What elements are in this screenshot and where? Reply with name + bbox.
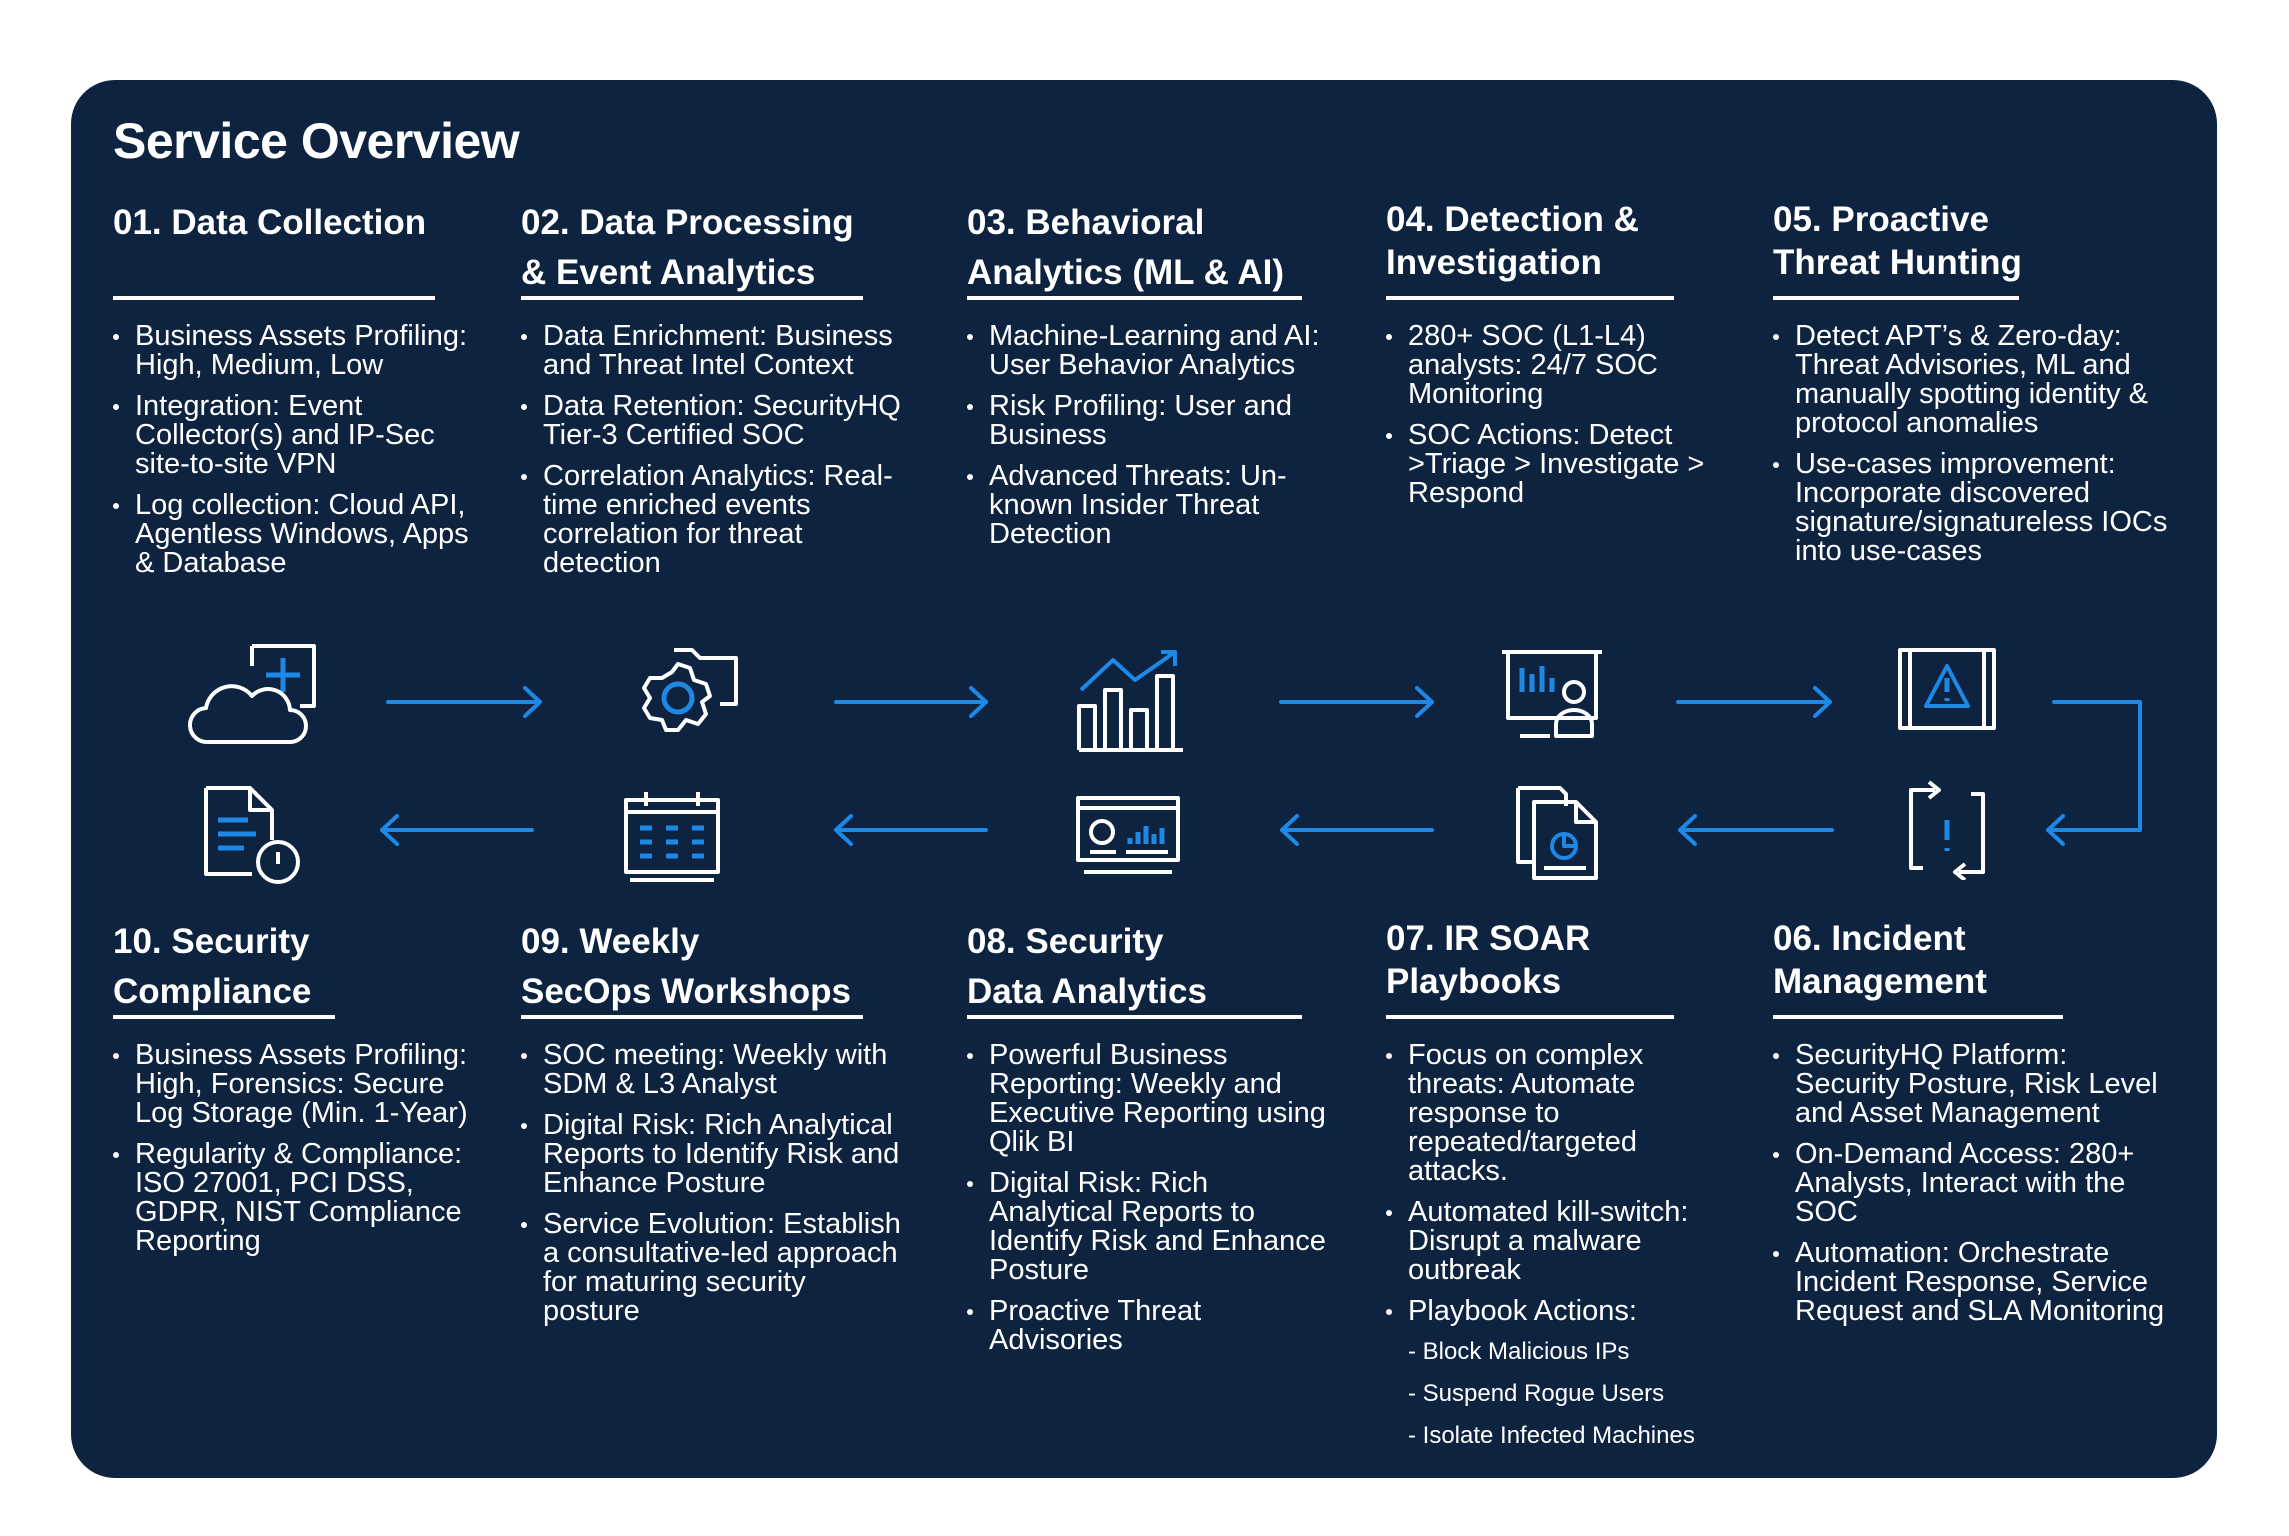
step-03-underline [967,296,1302,300]
list-item: Digital Risk: Rich Analytical Reports to… [967,1169,1327,1285]
step-06-bullets: SecurityHQ Platform: Security Posture, R… [1773,1041,2173,1338]
list-item: Playbook Actions: [1386,1297,1726,1326]
arrow-03-to-04 [1279,686,1434,718]
list-item: Business Assets Profiling: High, Forensi… [113,1041,493,1128]
list-item: - Isolate Infected Machines [1408,1422,1695,1449]
service-overview-panel [71,80,2217,1478]
arrow-07-to-08 [1280,814,1434,846]
step-04-underline [1386,296,1674,300]
incident-cycle-icon [1909,780,1985,880]
step-07-bullets: Focus on complex threats: Automate respo… [1386,1041,1726,1464]
list-item: Correlation Analytics: Real-time enriche… [521,462,921,578]
list-item: Automation: Orchestrate Incident Respons… [1773,1239,2173,1326]
step-09-bullets: SOC meeting: Weekly with SDM & L3 Analys… [521,1041,901,1338]
arrow-05-to-06 [2046,700,2142,846]
warning-monitor-icon [1898,648,1996,730]
list-item: Digital Risk: Rich Analytical Reports to… [521,1111,901,1198]
step-06-underline [1773,1015,2063,1019]
step-01-underline [113,296,435,300]
step-01-bullets: Business Assets Profiling: High, Medium,… [113,322,493,590]
list-item: SecurityHQ Platform: Security Posture, R… [1773,1041,2173,1128]
step-04-bullets: 280+ SOC (L1-L4) analysts: 24/7 SOC Moni… [1386,322,1716,520]
document-clock-icon [204,786,300,884]
list-item: Machine-Learning and AI: User Behavior A… [967,322,1337,380]
dashboard-icon [1076,796,1180,874]
list-item: Service Evolution: Establish a consultat… [521,1210,901,1326]
list-item: Focus on complex threats: Automate respo… [1386,1041,1726,1186]
step-08-underline [967,1015,1302,1019]
gear-folder-icon [642,648,738,732]
step-10-underline [113,1015,335,1019]
list-item: Automated kill-switch: Disrupt a malware… [1386,1198,1726,1285]
list-item: SOC meeting: Weekly with SDM & L3 Analys… [521,1041,901,1099]
step-08-bullets: Powerful Business Reporting: Weekly and … [967,1041,1327,1367]
list-item: Business Assets Profiling: High, Medium,… [113,322,493,380]
step-07-underline [1386,1015,1674,1019]
list-item: Advanced Threats: Un-known Insider Threa… [967,462,1337,549]
arrow-02-to-03 [834,686,988,718]
page-title: Service Overview [113,113,520,169]
list-item: Proactive Threat Advisories [967,1297,1327,1355]
list-item: Data Enrichment: Business and Threat Int… [521,322,921,380]
calendar-icon [624,792,720,882]
documents-chart-icon [1516,786,1598,880]
step-02-underline [521,296,863,300]
list-item: Detect APT’s & Zero-day: Threat Advisori… [1773,322,2173,438]
arrow-01-to-02 [386,686,542,718]
step-02-heading: 02. Data Processing& Event Analytics [521,203,854,292]
list-item: Regularity & Compliance: ISO 27001, PCI … [113,1140,493,1256]
step-05-underline [1773,296,2019,300]
step-09-underline [521,1015,863,1019]
arrow-06-to-07 [1678,814,1834,846]
list-item: Integration: Event Collector(s) and IP-S… [113,392,493,479]
step-10-bullets: Business Assets Profiling: High, Forensi… [113,1041,493,1268]
list-item: - Suspend Rogue Users [1408,1380,1665,1407]
list-item: - Block Malicious IPs [1408,1338,1630,1365]
arrow-08-to-09 [834,814,988,846]
list-item: SOC Actions: Detect >Triage > Investigat… [1386,421,1716,508]
list-item: On-Demand Access: 280+ Analysts, Interac… [1773,1140,2173,1227]
list-item: Data Retention: SecurityHQ Tier-3 Certif… [521,392,921,450]
step-03-bullets: Machine-Learning and AI: User Behavior A… [967,322,1337,561]
step-02-bullets: Data Enrichment: Business and Threat Int… [521,322,921,590]
list-item: 280+ SOC (L1-L4) analysts: 24/7 SOC Moni… [1386,322,1716,409]
list-item: Powerful Business Reporting: Weekly and … [967,1041,1327,1157]
cloud-plus-icon [188,644,316,745]
bar-chart-trend-icon [1077,650,1183,752]
step-04-heading: 04. Detection &Investigation [1386,200,1639,282]
arrow-09-to-10 [380,814,534,846]
list-item: Log collection: Cloud API, Agentless Win… [113,491,493,578]
step-05-bullets: Detect APT’s & Zero-day: Threat Advisori… [1773,322,2173,578]
step-01-heading: 01. Data Collection [113,203,427,242]
list-item: Use-cases improvement: Incorporate disco… [1773,450,2173,566]
list-item: Risk Profiling: User and Business [967,392,1337,450]
monitor-analyst-icon [1502,650,1602,738]
arrow-04-to-05 [1676,686,1832,718]
